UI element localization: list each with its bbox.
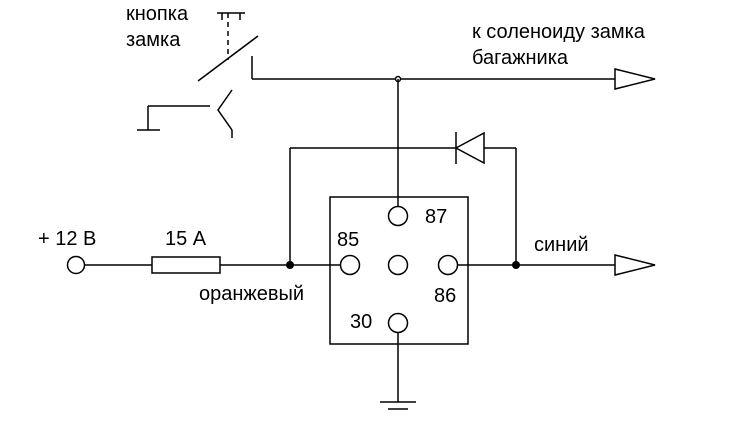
blue-wire-label: синий (534, 234, 589, 256)
relay-pin-85-icon (339, 254, 361, 276)
orange-wire-label: оранжевый (199, 283, 304, 305)
fuse-rating-label: 15 А (165, 228, 207, 250)
lock-button-switch (147, 12, 259, 138)
relay-ground-icon (380, 401, 416, 410)
relay-pin-87-icon (387, 205, 409, 227)
solenoid-label-line1: к соленоиду замка (472, 21, 646, 43)
blue-output-arrow-icon (614, 254, 656, 276)
junction-dot-blue (512, 261, 520, 269)
diode-icon (454, 131, 485, 165)
solenoid-label-line2: багажника (472, 47, 569, 69)
supply-voltage-label: + 12 В (38, 228, 96, 250)
button-label-line1: кнопка (126, 3, 189, 25)
pin-30-label: 30 (350, 311, 372, 333)
supply-terminal-icon (66, 255, 86, 275)
diode-loop-wire (289, 147, 517, 265)
relay-pin-86-icon (437, 254, 459, 276)
relay-body (329, 196, 469, 345)
solenoid-output-wire (252, 75, 615, 83)
pin-85-label: 85 (337, 229, 359, 251)
relay-pin-center-icon (387, 254, 409, 276)
pin-87-label: 87 (425, 206, 447, 228)
junction-dot-orange (286, 261, 294, 269)
button-label-line2: замка (126, 29, 181, 51)
solenoid-output-arrow-icon (614, 68, 656, 90)
pin-86-label: 86 (434, 285, 456, 307)
fuse-icon (151, 256, 221, 274)
relay-pin-30-icon (387, 312, 409, 334)
